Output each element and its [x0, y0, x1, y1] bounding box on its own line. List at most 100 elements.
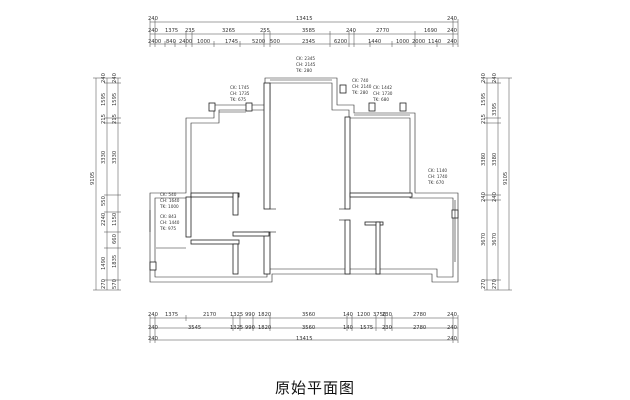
wall-segment: [263, 231, 271, 275]
wall-segment: [232, 231, 270, 237]
pillar: [399, 102, 407, 112]
dim-text: 2240: [101, 213, 107, 226]
pillar: [149, 261, 157, 271]
dim-text: 230: [382, 312, 392, 318]
dim-text: 1595: [481, 93, 487, 106]
dim-text: 1490: [101, 257, 107, 270]
top-dimension-text: 240 13415 240 240 1375 235 3265 255 3585…: [148, 16, 457, 45]
label-line: CK: 1745: [230, 85, 249, 90]
wall-segment: [344, 116, 351, 210]
label-line: TK: 670: [427, 180, 444, 185]
left-dimension-text: 9105 240 1595 215 3330 550 2240 1490 270…: [90, 73, 118, 289]
dim-text: 140: [343, 325, 353, 331]
dim-text: 230: [382, 325, 392, 331]
dim-text: 240: [447, 28, 457, 34]
dim-text: 240: [447, 325, 457, 331]
dim-text: 3560: [302, 325, 315, 331]
dim-text: 3560: [302, 312, 315, 318]
dim-text: 1690: [424, 28, 437, 34]
label-line: TK: 280: [295, 68, 312, 73]
dim-text: 500: [270, 39, 280, 45]
label-line: CK: 843: [160, 214, 177, 219]
label-line: TK: 280: [351, 90, 368, 95]
dim-text: 270: [492, 279, 498, 289]
dim-text: 240: [148, 312, 158, 318]
dim-text: 270: [481, 279, 487, 289]
dim-text: 1150: [112, 213, 118, 226]
opening-label-3: CK: 740 CH: 2140 TK: 280: [351, 78, 372, 95]
dim-text: 240: [447, 39, 457, 45]
right-dimension-lines: [484, 77, 512, 291]
dim-text: 3330: [101, 151, 107, 164]
dim-text: 1000: [396, 39, 409, 45]
dim-text: 1375: [165, 312, 178, 318]
dim-text: 1325: [230, 312, 243, 318]
pillar: [245, 102, 253, 112]
wall-segment: [263, 82, 271, 210]
dim-text: 240: [148, 16, 158, 22]
plan-caption: 原始平面图: [274, 379, 355, 397]
label-line: CK: 1140: [428, 168, 447, 173]
wall-segment: [185, 196, 192, 238]
label-line: CH: 1735: [230, 91, 250, 96]
dim-text: 1440: [368, 39, 381, 45]
dim-text: 570: [112, 279, 118, 289]
dim-text: 215: [101, 114, 107, 124]
dim-text: 215: [112, 114, 118, 124]
bottom-dimension-lines: [149, 315, 459, 343]
dim-text: 3330: [112, 151, 118, 164]
dim-text: 2780: [413, 325, 426, 331]
dim-text: 240: [481, 192, 487, 202]
dim-text: 3670: [481, 233, 487, 246]
opening-label-4: CK: 1442 CH: 1730 TK: 680: [372, 85, 393, 102]
dim-text: 235: [185, 28, 195, 34]
label-line: TK: 975: [159, 226, 176, 231]
dim-text: 3545: [188, 325, 201, 331]
dim-text: 660: [112, 234, 118, 244]
opening-label-2: CK: 1745 CH: 1735 TK: 675: [229, 85, 250, 102]
wall-segment: [349, 192, 413, 198]
dim-text: 3380: [492, 153, 498, 166]
pillar: [368, 102, 376, 112]
dim-text: 2400: [148, 39, 161, 45]
bottom-dimension-text: 240 1375 2170 1325 990 1820 3560 140 120…: [148, 312, 457, 342]
dim-text: 840: [166, 39, 176, 45]
label-line: CH: 1440: [160, 220, 180, 225]
pillar: [208, 102, 216, 112]
dim-text: 9105: [503, 172, 509, 185]
label-line: CH: 1640: [160, 198, 180, 203]
wall-segment: [190, 192, 240, 198]
right-dimension-text: 9105 240 1595 215 3380 240 3670 270 240 …: [481, 73, 509, 289]
dim-text: 240: [447, 336, 457, 342]
wall-segment: [232, 243, 239, 275]
label-line: TK: 675: [229, 97, 246, 102]
wall-segment: [190, 239, 240, 245]
wall-segment: [232, 192, 239, 216]
label-line: CH: 2140: [352, 84, 372, 89]
dim-text: 1140: [428, 39, 441, 45]
dim-text: 1820: [258, 325, 271, 331]
dim-text: 1575: [360, 325, 373, 331]
opening-label-6: CK: 843 CH: 1440 TK: 975: [159, 214, 180, 231]
dim-text: 240: [492, 73, 498, 83]
dim-text: 1595: [101, 93, 107, 106]
dim-text: 240: [148, 28, 158, 34]
dim-text: 1745: [225, 39, 238, 45]
dim-text: 2170: [203, 312, 216, 318]
dim-text: 3670: [492, 233, 498, 246]
opening-label-7: CK: 1140 CH: 1740 TK: 670: [427, 168, 448, 185]
dim-text: 990: [245, 325, 255, 331]
dim-text: 240: [101, 73, 107, 83]
dim-text: 1835: [112, 255, 118, 268]
dim-text: 240: [346, 28, 356, 34]
dim-text: 240: [447, 312, 457, 318]
wall-segment: [375, 221, 381, 275]
left-dimension-lines: [93, 77, 121, 291]
dim-text: 13415: [296, 16, 313, 22]
dim-text: 3585: [302, 28, 315, 34]
dim-text: 3395: [492, 103, 498, 116]
opening-label-1: CK: 2345 CH: 2145 TK: 280: [295, 56, 316, 73]
dim-text: 1375: [165, 28, 178, 34]
top-dimension-lines: [149, 19, 459, 47]
